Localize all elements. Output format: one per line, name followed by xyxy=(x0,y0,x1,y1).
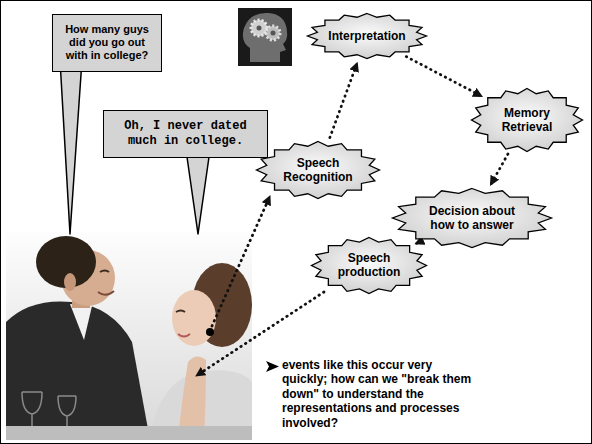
text-wrap: Decision about how to answer xyxy=(420,204,524,233)
woman-eye xyxy=(176,311,185,313)
woman-smile xyxy=(178,334,190,337)
ear-dot xyxy=(206,328,214,336)
dotted-arrow xyxy=(415,242,417,246)
gear-hub xyxy=(257,26,262,31)
starburst-node: Memory Retrieval xyxy=(470,87,584,153)
bullet-text: events like this occur very quickly; how… xyxy=(282,358,474,430)
text-wrap: Oh, I never dated much in college. xyxy=(120,119,252,149)
starburst-shape xyxy=(393,189,552,248)
man-collar xyxy=(70,304,92,340)
node-text: Decision about how to answer xyxy=(420,204,524,233)
node-text: Interpretation xyxy=(328,29,405,43)
starburst-node: Interpretation xyxy=(306,12,428,60)
head-silhouette xyxy=(243,13,287,62)
node-text: Oh, I never dated much in college. xyxy=(120,119,252,149)
gear xyxy=(266,26,280,40)
text-wrap: Speech production xyxy=(332,251,407,280)
wine-glass xyxy=(58,396,76,426)
starburst-node: Speech Recognition xyxy=(255,140,381,200)
man-smile xyxy=(98,291,114,295)
woman-face xyxy=(172,290,216,346)
node-text: Memory Retrieval xyxy=(491,106,563,135)
text-wrap: Interpretation xyxy=(328,29,405,43)
speech-bubble-tail xyxy=(60,60,82,234)
text-wrap: Memory Retrieval xyxy=(491,106,563,135)
starburst-shape xyxy=(257,142,380,199)
brain-icon xyxy=(238,8,292,66)
photo-ground xyxy=(6,232,252,440)
dotted-arrow xyxy=(212,196,270,326)
man-eye xyxy=(100,271,109,273)
node-text: Speech production xyxy=(332,251,407,280)
node-text: How many guys did you go out with in col… xyxy=(59,23,155,63)
speech-bubble: Oh, I never dated much in college. xyxy=(103,110,268,158)
table xyxy=(6,426,252,440)
starburst-shape xyxy=(312,237,427,293)
gear-hub xyxy=(271,31,276,36)
speech-bubble-tail xyxy=(186,150,210,234)
man-jacket xyxy=(6,301,150,440)
starburst-shape xyxy=(308,14,427,59)
man-ear xyxy=(64,273,76,291)
starburst-shape xyxy=(472,89,583,152)
couple-photo xyxy=(6,232,252,440)
dotted-arrow xyxy=(330,63,357,138)
bullet-arrow xyxy=(266,361,279,372)
brain-icon-ground xyxy=(238,8,292,66)
speech-bubble: How many guys did you go out with in col… xyxy=(52,14,162,72)
starburst-node: Speech production xyxy=(310,236,428,295)
node-text: Speech Recognition xyxy=(278,156,358,185)
dotted-arrow xyxy=(490,154,507,185)
wine-glass xyxy=(22,392,42,426)
text-wrap: How many guys did you go out with in col… xyxy=(59,23,155,63)
starburst-node: Decision about how to answer xyxy=(391,187,553,249)
text-wrap: Speech Recognition xyxy=(278,156,358,185)
dotted-arrow xyxy=(406,57,482,97)
